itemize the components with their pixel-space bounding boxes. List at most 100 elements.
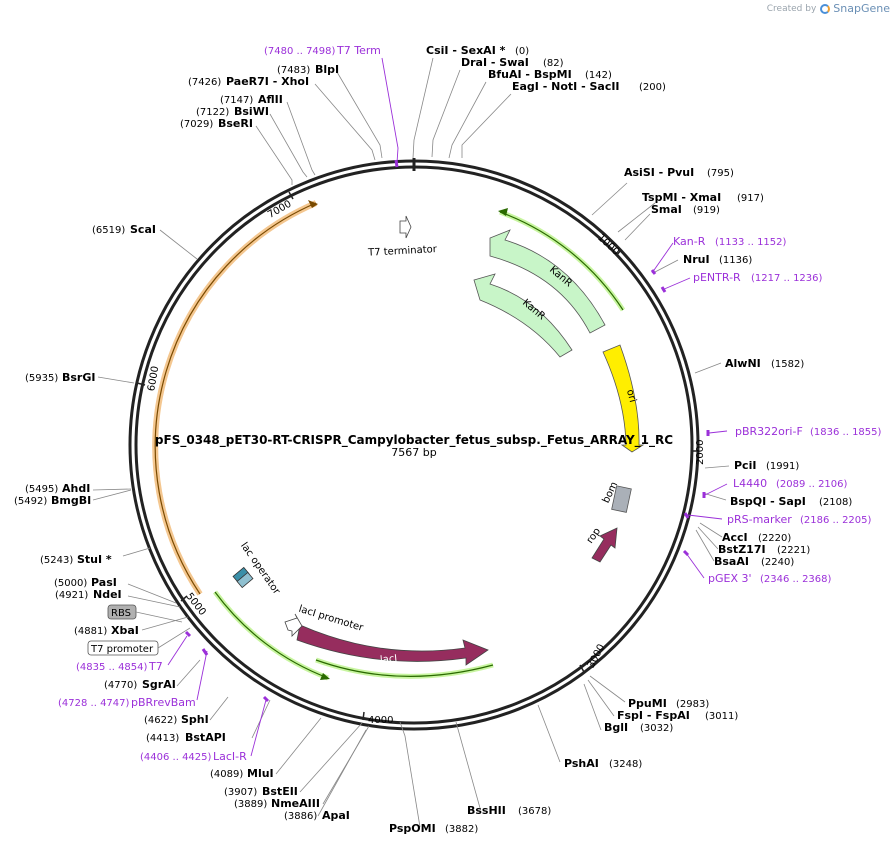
primer-pGEX-range: (2346 .. 2368)	[760, 574, 832, 585]
site-asiSI-pos: (795)	[707, 168, 734, 179]
site-bsrGI-pos: (5935)	[25, 373, 58, 384]
t7-terminator-arrow	[399, 215, 412, 239]
site-ndeI-label: NdeI	[93, 588, 122, 601]
lacI-label: lacI	[380, 653, 398, 665]
site-bssHII-label: BssHII	[467, 804, 506, 817]
site-scaI-pos: (6519)	[92, 225, 125, 236]
site-tspMI-label: TspMI - XmaI	[642, 191, 721, 204]
t7-promoter-label: T7 promoter	[90, 644, 154, 655]
site-bspQI-pos: (2108)	[819, 497, 852, 508]
site-ahdI-pos: (5495)	[25, 484, 58, 495]
brand-prefix: Created by	[766, 3, 817, 14]
lac-operator-box-2	[236, 571, 254, 589]
primer-lines	[167, 57, 728, 757]
site-alwNI-pos: (1582)	[771, 359, 804, 370]
tick-6000: 6000	[146, 365, 161, 392]
bom-box	[611, 485, 632, 513]
site-bstZ17I-label: BstZ17I	[718, 543, 766, 556]
site-mluI-label: MluI	[247, 767, 274, 780]
site-bstEII-label: BstEII	[262, 785, 298, 798]
primer-T7-range: (4835 .. 4854)	[76, 662, 148, 673]
primer-pRS-range: (2186 .. 2205)	[800, 515, 872, 526]
site-ppuMI-pos: (2983)	[676, 699, 709, 710]
site-eagI-label: EagI - NotI - SacII	[512, 80, 620, 93]
primer-labels: (7480 .. 7498) T7 Term Kan-R (1133 .. 11…	[58, 44, 882, 763]
site-bmgBI-pos: (5492)	[14, 496, 47, 507]
primer-t7term-label: T7 Term	[336, 44, 381, 57]
primer-marks	[184, 159, 710, 703]
site-pciI-label: PciI	[734, 459, 756, 472]
site-bseRI-label: BseRI	[218, 117, 253, 130]
site-draI-label: DraI - SwaI	[461, 56, 529, 69]
site-aflII-label: AflII	[258, 93, 283, 106]
site-ndeI-pos: (4921)	[55, 590, 88, 601]
site-xbaI-pos: (4881)	[74, 626, 107, 637]
primer-kanR-range: (1133 .. 1152)	[715, 237, 787, 248]
site-nruI-pos: (1136)	[719, 255, 752, 266]
tick-4000: 4000	[368, 715, 393, 726]
site-stuI-label: StuI *	[77, 553, 112, 566]
rop-label: rop	[585, 526, 603, 546]
site-smaI-pos: (919)	[693, 205, 720, 216]
orf-arrowhead-top	[498, 208, 508, 216]
site-labels: CsiI - SexAI * (0) DraI - SwaI (82) BfuA…	[14, 44, 852, 835]
orange-arrowhead	[308, 200, 318, 208]
site-nmeAIII-pos: (3889)	[234, 799, 267, 810]
site-smaI-label: SmaI	[651, 203, 682, 216]
site-blpI-label: BlpI	[315, 63, 339, 76]
site-ahdI-label: AhdI	[62, 482, 90, 495]
site-tspMI-pos: (917)	[737, 193, 764, 204]
site-fspI-pos: (3011)	[705, 711, 738, 722]
site-bsiWI-label: BsiWI	[234, 105, 269, 118]
site-xhoI-label: PaeR7I - XhoI	[226, 75, 309, 88]
site-fspI-label: FspI - FspAI	[617, 709, 690, 722]
site-sgrAI-label: SgrAI	[142, 678, 176, 691]
orf-line-laci	[315, 659, 494, 677]
primer-pGEX-label: pGEX 3'	[708, 572, 752, 585]
orange-feature-orf	[154, 202, 317, 595]
site-apaI-label: ApaI	[322, 809, 350, 822]
site-xhoI-pos: (7426)	[188, 77, 221, 88]
site-bmgBI-label: BmgBI	[51, 494, 91, 507]
ori-arrow	[602, 344, 645, 453]
snapgene-logo-icon	[820, 3, 831, 14]
rop-arrow	[591, 527, 618, 563]
site-aflII-pos: (7147)	[220, 95, 253, 106]
site-asiSI-label: AsiSI - PvuI	[624, 166, 694, 179]
site-bstAPI-pos: (4413)	[146, 733, 179, 744]
lacI-arrow	[296, 624, 489, 666]
rbs-leader	[135, 611, 183, 623]
site-bglI-label: BglI	[604, 721, 628, 734]
site-bssHII-pos: (3678)	[518, 806, 551, 817]
primer-pBRrevBam-label: pBRrevBam	[131, 696, 196, 709]
rbs-label: RBS	[111, 608, 131, 619]
lacI-promoter-arrow	[284, 613, 303, 637]
site-draI-pos: (82)	[543, 58, 564, 69]
tick-marks	[136, 191, 699, 721]
site-blpI-pos: (7483)	[277, 65, 310, 76]
t7-terminator-label: T7 terminator	[367, 244, 438, 259]
site-bstEII-pos: (3907)	[224, 787, 257, 798]
site-alwNI-label: AlwNI	[725, 357, 761, 370]
orange-feature-arc	[152, 200, 318, 596]
ori-label: ori	[624, 388, 638, 403]
site-bsaAI-pos: (2240)	[761, 557, 794, 568]
site-bstAPI-label: BstAPI	[185, 731, 226, 744]
orf-line-bottom-left	[214, 591, 329, 679]
site-mluI-pos: (4089)	[210, 769, 243, 780]
site-pshAI-label: PshAI	[564, 757, 599, 770]
site-bspQI-label: BspQI - SapI	[730, 495, 806, 508]
primer-pRS-label: pRS-marker	[727, 513, 792, 526]
site-csiI-label: CsiI - SexAI *	[426, 44, 506, 57]
site-bglI-pos: (3032)	[640, 723, 673, 734]
site-bsaAI-label: BsaAI	[714, 555, 749, 568]
site-sgrAI-pos: (4770)	[104, 680, 137, 691]
primer-pBR322ori-label: pBR322ori-F	[735, 425, 803, 438]
tick-2000: 2000	[695, 440, 706, 465]
site-bsiWI-pos: (7122)	[196, 107, 229, 118]
site-stuI-pos: (5243)	[40, 555, 73, 566]
site-accI-label: AccI	[722, 531, 748, 544]
primer-L4440-label: L4440	[733, 477, 767, 490]
site-xbaI-label: XbaI	[111, 624, 139, 637]
